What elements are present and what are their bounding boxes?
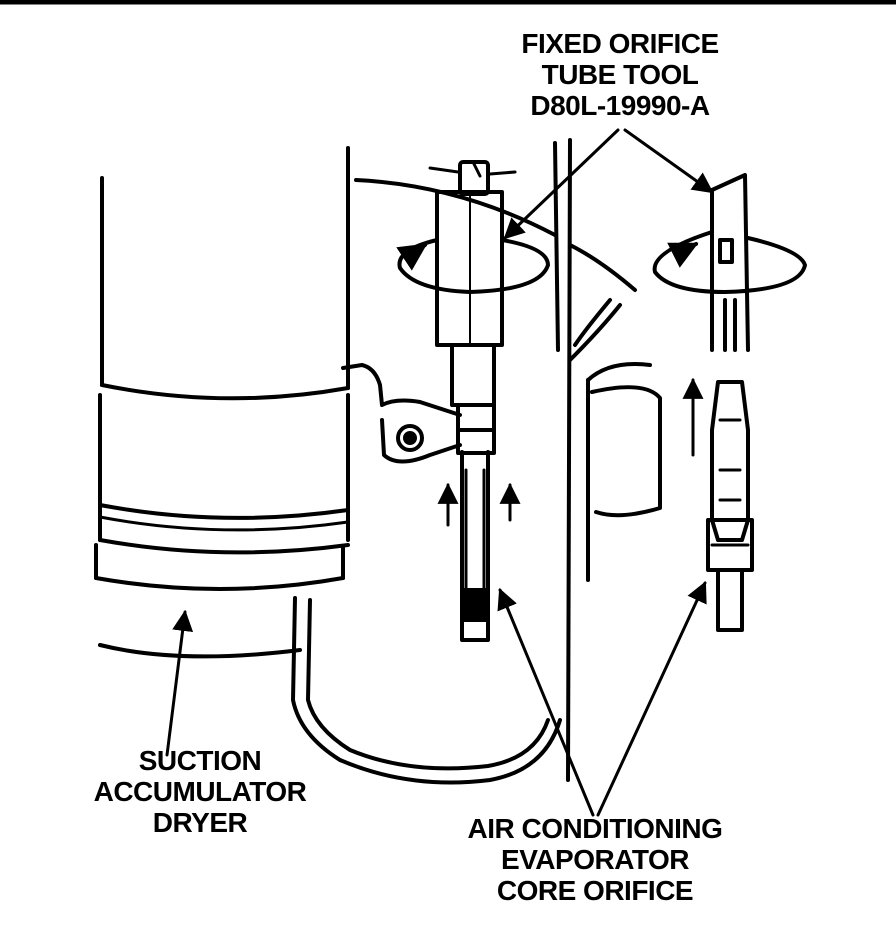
label-line: DRYER [152,807,248,838]
evaporator-housing [354,138,662,782]
label-line: TUBE TOOL [541,59,699,90]
label-line: ACCUMULATOR [93,776,307,807]
label-line: CORE ORIFICE [496,875,694,906]
label-line: SUCTION [138,745,262,776]
label-line: AIR CONDITIONING [467,813,723,844]
leader-lines [165,128,714,817]
evaporator-orifice-part [706,380,754,632]
suction-accumulator-dryer-label: SUCTION ACCUMULATOR DRYER [70,745,330,838]
evaporator-core-orifice-label: AIR CONDITIONING EVAPORATOR CORE ORIFICE [410,813,780,906]
label-line: EVAPORATOR [501,844,689,875]
fixed-orifice-tube-tool-label: FIXED ORIFICE TUBE TOOL D80L-19990-A [470,28,770,121]
label-line: D80L-19990-A [530,90,710,121]
orifice-tool-installed [396,160,550,642]
accumulator-dryer-illustration [94,146,462,659]
label-line: FIXED ORIFICE [521,28,719,59]
orifice-tool-detached [652,173,807,457]
refrigerant-line [291,596,562,785]
